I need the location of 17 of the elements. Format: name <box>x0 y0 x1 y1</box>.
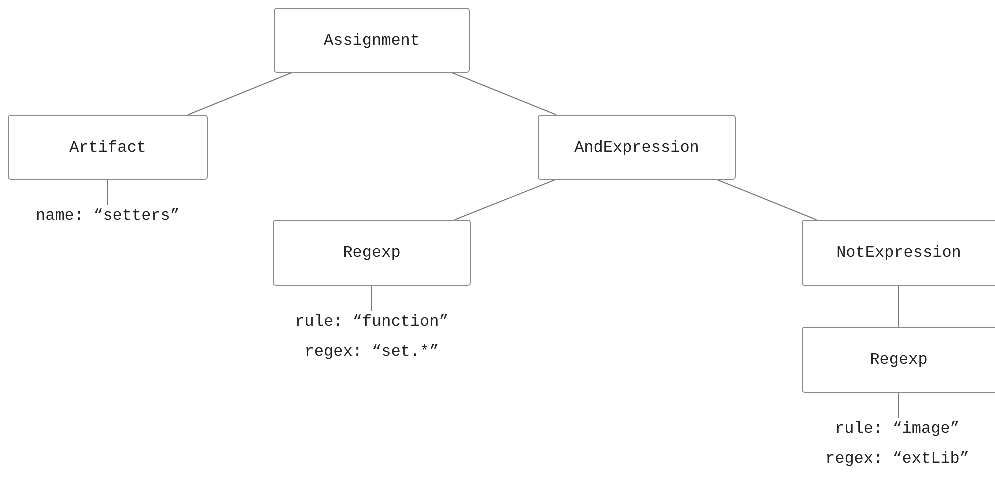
tree-node-box: AndExpression <box>538 115 736 180</box>
attribute-text: name: “setters” <box>36 206 180 226</box>
connector-line <box>898 392 899 418</box>
tree-node-box: Artifact <box>8 115 208 180</box>
connector-line <box>717 180 818 220</box>
connector-line <box>188 72 292 116</box>
tree-node-box: NotExpression <box>802 220 995 286</box>
attribute-text: regex: “set.*” <box>304 342 440 362</box>
connector-line <box>898 286 899 328</box>
attribute-text: rule: “image” <box>835 419 960 439</box>
attribute-text: rule: “function” <box>295 312 449 332</box>
connector-line <box>452 72 557 116</box>
tree-node-box: Regexp <box>273 220 471 286</box>
tree-node-box: Assignment <box>274 8 470 73</box>
attribute-text: regex: “extLib” <box>825 449 970 469</box>
tree-node-box: Regexp <box>802 327 995 393</box>
connector-line <box>454 180 556 220</box>
